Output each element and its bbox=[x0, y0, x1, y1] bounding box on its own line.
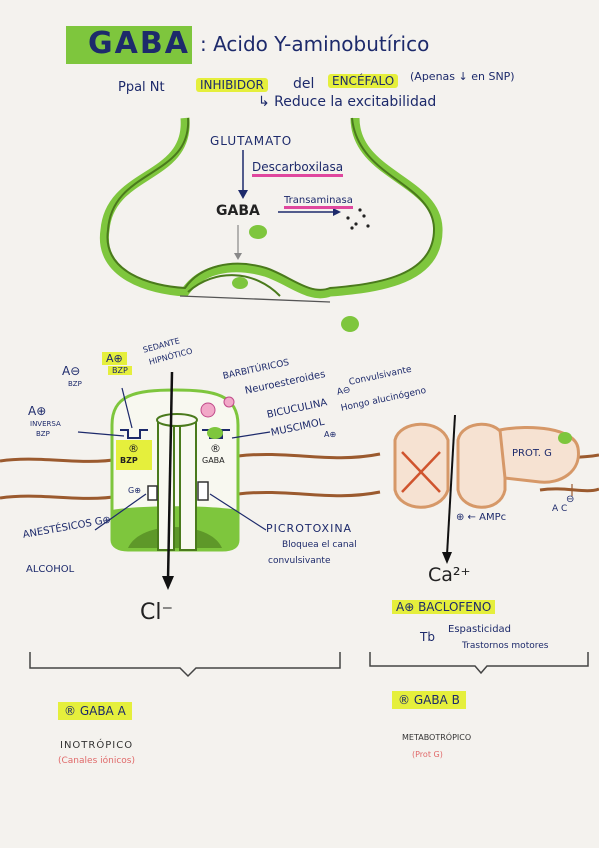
alcohol-label: ALCOHOL bbox=[26, 564, 75, 575]
glutamato-arrow-head bbox=[238, 190, 248, 199]
inversa-label: INVERSA bbox=[30, 420, 61, 428]
a-plus-bzp-sub: BZP bbox=[108, 366, 132, 375]
barbituricos-site-1 bbox=[200, 402, 216, 418]
inhibidor-highlight: INHIBIDOR bbox=[196, 78, 268, 92]
chloride-ion-label: Cl⁻ bbox=[140, 600, 174, 625]
synaptic-cleft bbox=[187, 274, 281, 297]
cl-flow-arrow bbox=[166, 371, 174, 581]
prot-g-body bbox=[498, 425, 580, 484]
gaba-receptor-site-label: GABA bbox=[202, 456, 225, 465]
membrane-top bbox=[0, 457, 121, 463]
encefalo-highlight: ENCÉFALO bbox=[328, 74, 399, 88]
cl-channel-right bbox=[179, 419, 197, 551]
a-plus-bzp-highlight: A⊕ bbox=[102, 352, 127, 365]
canales-ionicos-note: (Canales iónicos) bbox=[58, 756, 135, 766]
picrotoxina-site bbox=[197, 481, 209, 501]
postsynaptic-line bbox=[179, 295, 331, 303]
ca-block-cross-2 bbox=[401, 451, 441, 493]
gaba-a-bracket bbox=[29, 652, 341, 678]
anestesicos-pointer bbox=[94, 493, 147, 531]
muscimol-pointer bbox=[231, 431, 271, 439]
gaba-molecule-3 bbox=[341, 316, 359, 332]
apenas-snp-note: (Apenas ↓ en SNP) bbox=[410, 70, 515, 83]
a-plus-inversa-label: A⊕ bbox=[28, 404, 47, 418]
espasticidad-label: Espasticidad bbox=[448, 624, 512, 635]
del-label: del bbox=[293, 76, 315, 92]
picrotoxina-label: PICROTOXINA bbox=[266, 522, 353, 535]
inversa-bzp-label: BZP bbox=[36, 430, 50, 438]
gaba-title: GABA bbox=[88, 26, 190, 61]
gaba-b-domain-1 bbox=[393, 422, 450, 509]
sedante-pointer bbox=[121, 387, 133, 429]
prot-g-green-dot bbox=[558, 432, 572, 444]
bzp-receptor-site-label: BZP bbox=[120, 456, 138, 465]
ca-flow-arrow-head bbox=[442, 552, 452, 564]
ppal-nt-label: Ppal Nt bbox=[118, 80, 165, 95]
prot-g-inhibits: ⊖ bbox=[566, 494, 575, 505]
baclofeno-highlight: A⊕ BACLOFENO bbox=[392, 600, 496, 614]
gaba-receptor-site: ® bbox=[210, 442, 221, 455]
gaba-molecule-2 bbox=[232, 277, 248, 289]
gaba-synapse-label: GABA bbox=[216, 203, 260, 219]
gaba-b-bracket bbox=[369, 652, 589, 675]
descarboxilasa-label: Descarboxilasa bbox=[252, 160, 344, 177]
picrotoxina-convulsivante-label: convulsivante bbox=[268, 556, 331, 566]
trastornos-motores-label: Trastornos motores bbox=[462, 641, 549, 651]
adenylyl-cyclase-label: A C bbox=[552, 504, 568, 514]
tb-label: Tb bbox=[420, 630, 435, 644]
bzp-pointer bbox=[77, 431, 125, 437]
gaba-title-highlight bbox=[66, 26, 192, 64]
cl-flow-arrow-head bbox=[162, 576, 174, 590]
prot-g-label: PROT. G bbox=[512, 448, 552, 459]
prot-g-note: (Prot G) bbox=[412, 750, 443, 759]
bzp-receptor-site: ® bbox=[128, 442, 139, 455]
ampc-label: ⊕ ← AMPc bbox=[456, 512, 507, 523]
transaminasa-label: Transaminasa bbox=[284, 195, 353, 209]
cl-channel-top bbox=[156, 413, 198, 427]
membrane-mid-top bbox=[237, 452, 381, 460]
picrotoxina-pointer bbox=[209, 493, 267, 531]
transaminasa-arrow-head bbox=[333, 208, 341, 216]
metabotropico-label: METABOTRÓPICO bbox=[402, 733, 472, 742]
calcium-ion-label: Ca²⁺ bbox=[428, 564, 471, 586]
gaba-molecule-1 bbox=[249, 225, 267, 239]
membrane-bottom bbox=[0, 494, 121, 500]
presynaptic-terminal-green bbox=[99, 117, 443, 299]
membrane-mid-bottom bbox=[237, 490, 381, 498]
barbituricos-site-2 bbox=[223, 396, 235, 408]
gaba-full-name: : Acido Y-aminobutírico bbox=[200, 32, 430, 56]
gaba-site-dot bbox=[207, 427, 223, 439]
ca-flow-arrow bbox=[446, 414, 456, 556]
muscimol-agonist: A⊕ bbox=[324, 430, 337, 439]
presynaptic-terminal-outline bbox=[106, 117, 436, 291]
g-small-label: G⊕ bbox=[128, 486, 141, 495]
membrane-right-bottom bbox=[539, 487, 599, 493]
metabolite-dots bbox=[346, 208, 370, 230]
a-minus-bzp-sub: BZP bbox=[68, 380, 82, 388]
gaba-a-type-label: ® GABA A bbox=[58, 702, 132, 720]
anestesicos-site bbox=[147, 485, 158, 501]
bzp-site-highlight bbox=[116, 440, 152, 470]
bzp-notch bbox=[120, 429, 148, 439]
ionotropico-label: INOTRÓPICO bbox=[60, 740, 134, 751]
a-minus-bzp-label: A⊖ bbox=[62, 364, 81, 378]
reduce-excitabilidad-note: ↳ Reduce la excitabilidad bbox=[258, 94, 437, 110]
glutamato-label: GLUTAMATO bbox=[210, 134, 293, 148]
gaba-down-arrow-head bbox=[234, 253, 242, 260]
gaba-b-type-label: ® GABA B bbox=[392, 691, 466, 709]
bloquea-canal-label: Bloquea el canal bbox=[282, 540, 357, 550]
gaba-b-domain-2 bbox=[456, 422, 507, 509]
